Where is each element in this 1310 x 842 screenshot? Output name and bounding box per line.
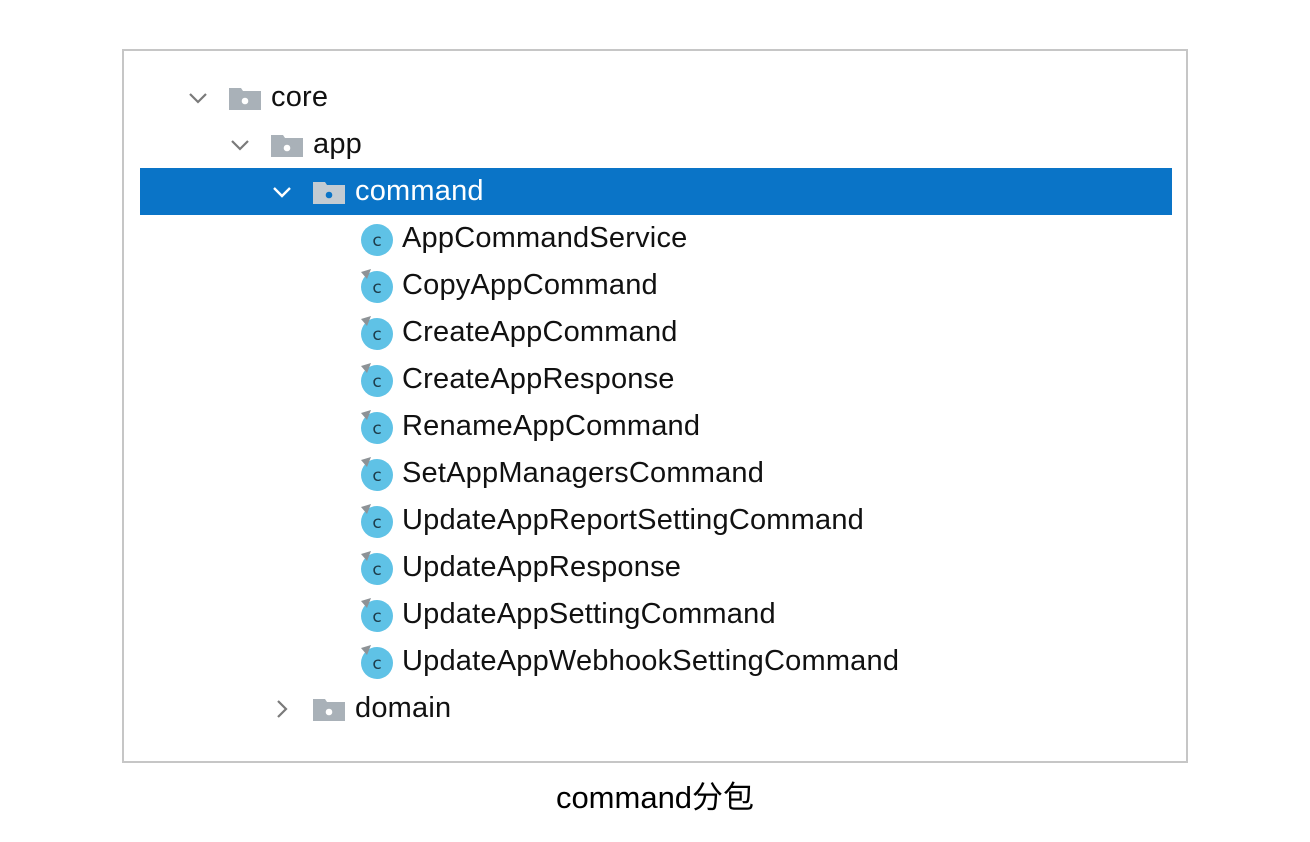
tree-node-label: AppCommandService [402, 222, 688, 254]
svg-text:c: c [372, 278, 381, 298]
tree-node-core[interactable]: core [140, 74, 1172, 121]
tree-node-class[interactable]: c UpdateAppSettingCommand [140, 591, 1172, 638]
chevron-down-icon[interactable] [270, 180, 294, 204]
tree-node-class[interactable]: c AppCommandService [140, 215, 1172, 262]
tree-node-label: command [355, 175, 484, 207]
class-icon: c [361, 550, 393, 585]
svg-text:c: c [372, 654, 381, 674]
class-icon: c [361, 223, 393, 256]
class-icon: c [361, 362, 393, 397]
project-tree-panel: core app command c AppCommandService c C… [122, 49, 1188, 763]
folder-icon [313, 698, 345, 721]
tree-node-domain[interactable]: domain [140, 685, 1172, 732]
tree-node-class[interactable]: c UpdateAppWebhookSettingCommand [140, 638, 1172, 685]
tree-node-label: UpdateAppResponse [402, 551, 682, 583]
tree-node-class[interactable]: c UpdateAppReportSettingCommand [140, 497, 1172, 544]
tree-node-class[interactable]: c RenameAppCommand [140, 403, 1172, 450]
class-icon: c [361, 315, 393, 350]
chevron-right-icon[interactable] [270, 697, 294, 721]
folder-icon [313, 181, 345, 204]
class-icon: c [361, 597, 393, 632]
tree-node-label: RenameAppCommand [402, 410, 701, 442]
svg-text:c: c [372, 466, 381, 486]
figure-caption: command分包 [555, 780, 755, 815]
tree-node-label: UpdateAppReportSettingCommand [402, 504, 865, 536]
svg-text:c: c [372, 513, 381, 533]
svg-text:c: c [372, 607, 381, 627]
tree-node-class[interactable]: c CreateAppResponse [140, 356, 1172, 403]
tree-node-label: SetAppManagersCommand [402, 457, 765, 489]
tree-node-command[interactable]: command [140, 168, 1172, 215]
tree-node-label: CreateAppResponse [402, 363, 675, 395]
folder-icon [229, 87, 261, 110]
tree-node-label: app [313, 128, 362, 160]
svg-text:c: c [372, 325, 381, 345]
tree-node-class[interactable]: c CopyAppCommand [140, 262, 1172, 309]
class-icon: c [361, 409, 393, 444]
class-icon: c [361, 268, 393, 303]
tree-node-label: CreateAppCommand [402, 316, 678, 348]
svg-text:c: c [372, 419, 381, 439]
tree-node-label: UpdateAppSettingCommand [402, 598, 776, 630]
class-icon: c [361, 644, 393, 679]
tree-node-class[interactable]: c UpdateAppResponse [140, 544, 1172, 591]
tree-node-label: core [271, 81, 329, 113]
tree-node-class[interactable]: c SetAppManagersCommand [140, 450, 1172, 497]
svg-text:c: c [372, 560, 381, 580]
tree-node-class[interactable]: c CreateAppCommand [140, 309, 1172, 356]
class-icon: c [361, 503, 393, 538]
chevron-down-icon[interactable] [228, 133, 252, 157]
svg-text:c: c [372, 231, 381, 251]
chevron-down-icon[interactable] [186, 86, 210, 110]
tree-node-label: CopyAppCommand [402, 269, 658, 301]
class-icon: c [361, 456, 393, 491]
tree-node-label: UpdateAppWebhookSettingCommand [402, 645, 900, 677]
tree-node-app[interactable]: app [140, 121, 1172, 168]
folder-icon [271, 134, 303, 157]
tree-node-label: domain [355, 692, 452, 724]
svg-text:c: c [372, 372, 381, 392]
